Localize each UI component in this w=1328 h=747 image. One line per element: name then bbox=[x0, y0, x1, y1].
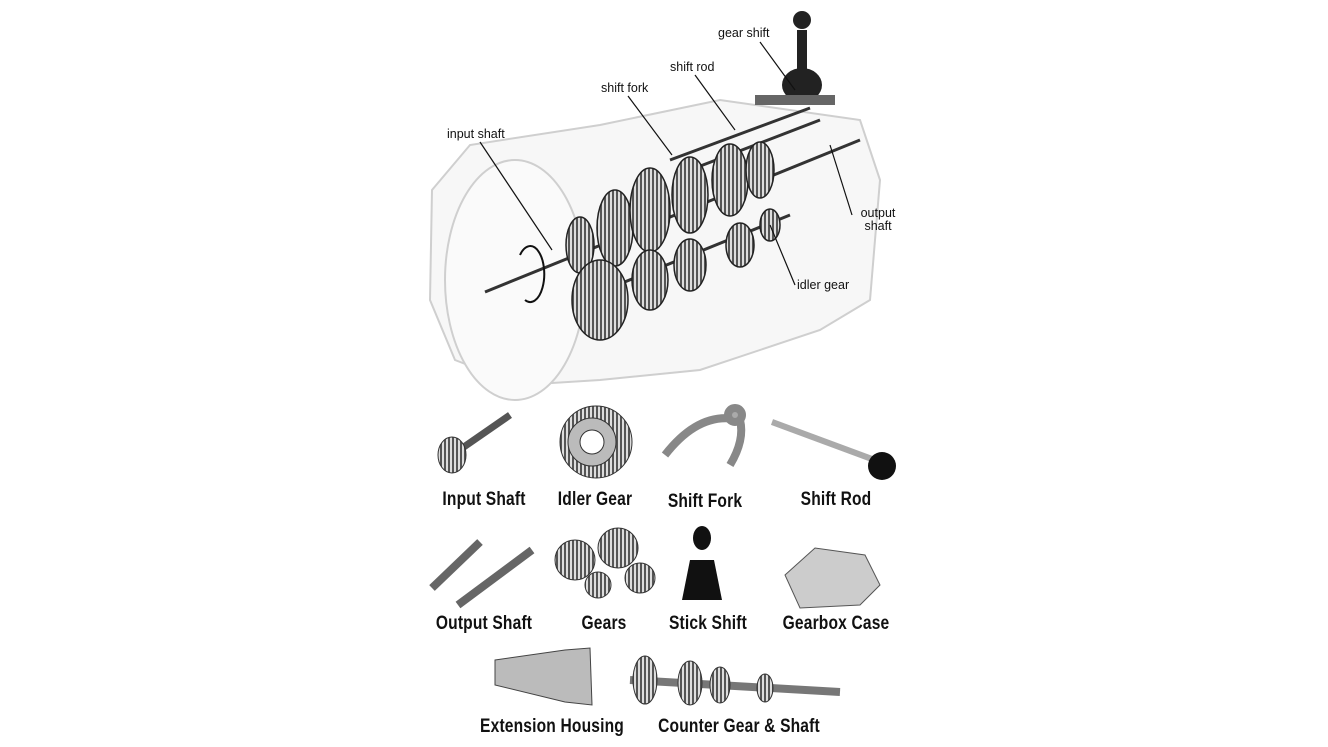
part-label-idler-gear: Idler Gear bbox=[557, 489, 633, 510]
part-label-output-shaft: Output Shaft bbox=[435, 613, 533, 634]
label-output-shaft: output shaft bbox=[860, 206, 896, 233]
part-label-gears: Gears bbox=[581, 613, 627, 634]
label-gear-shift: gear shift bbox=[718, 26, 770, 40]
callout-leaders bbox=[479, 41, 853, 286]
counter-gear-icon bbox=[629, 655, 841, 706]
part-label-shift-rod: Shift Rod bbox=[800, 489, 872, 510]
label-shift-fork: shift fork bbox=[601, 81, 649, 95]
output-shaft-icon bbox=[429, 539, 535, 609]
part-label-input-shaft: Input Shaft bbox=[442, 489, 526, 510]
label-input-shaft: input shaft bbox=[447, 127, 505, 141]
gearbox-case-icon bbox=[784, 547, 881, 609]
part-label-shift-fork: Shift Fork bbox=[667, 491, 743, 512]
stick-shift-icon bbox=[682, 526, 722, 600]
part-label-extension-housing: Extension Housing bbox=[480, 716, 624, 737]
part-label-stick-shift: Stick Shift bbox=[669, 613, 747, 634]
extension-housing-icon bbox=[494, 647, 593, 706]
shift-rod-icon bbox=[770, 419, 896, 480]
gears-icon bbox=[554, 527, 656, 599]
label-idler-gear: idler gear bbox=[797, 278, 850, 292]
label-shift-rod: shift rod bbox=[670, 60, 715, 74]
part-label-gearbox-case: Gearbox Case bbox=[782, 613, 890, 634]
input-shaft-icon bbox=[437, 412, 512, 474]
rotation-arrow-icon bbox=[519, 245, 546, 303]
gear-cluster bbox=[565, 141, 781, 341]
part-label-counter-gear-shaft: Counter Gear & Shaft bbox=[658, 716, 820, 737]
gear-shift-knob bbox=[755, 11, 835, 105]
idler-gear-icon bbox=[559, 405, 633, 479]
shift-fork-icon bbox=[661, 404, 746, 468]
